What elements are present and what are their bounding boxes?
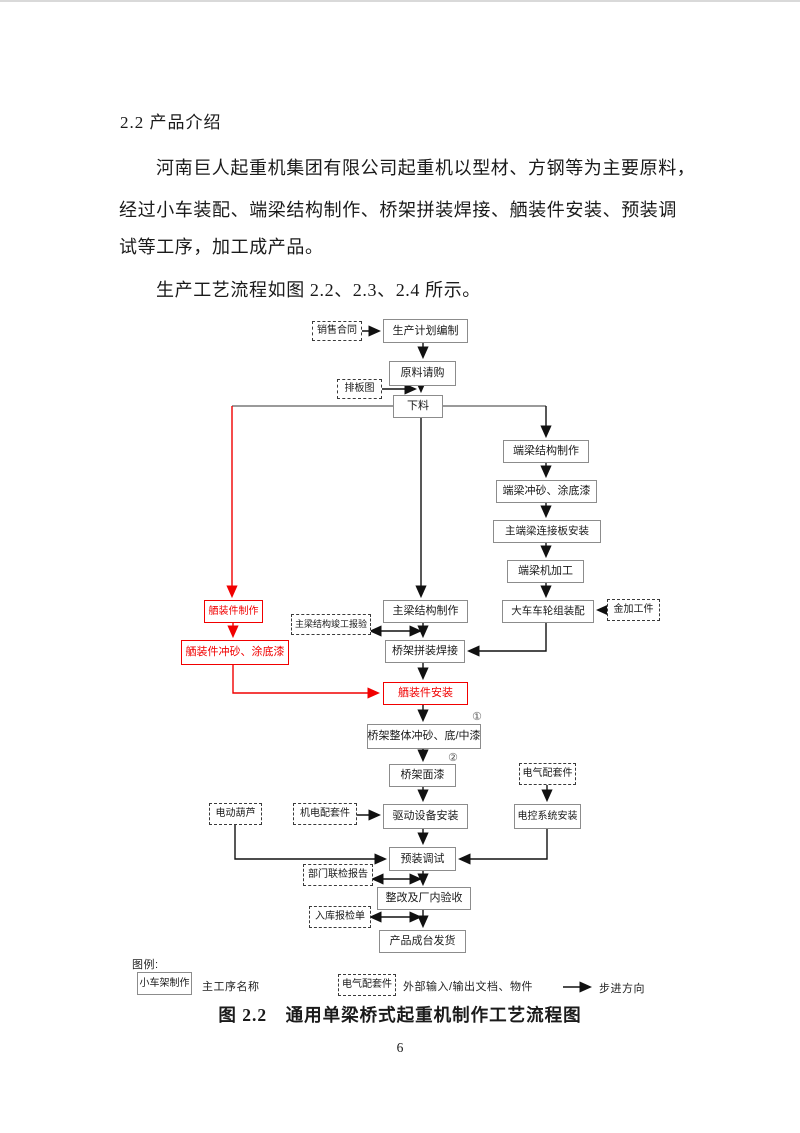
paragraph-line: 河南巨人起重机集团有限公司起重机以型材、方钢等为主要原料，	[156, 158, 696, 178]
node-bridge-welding: 桥架拼装焊接	[385, 640, 465, 663]
node-wheel-assembly: 大车车轮组装配	[502, 600, 594, 623]
legend-title: 图例:	[132, 959, 159, 971]
node-production-plan: 生产计划编制	[383, 319, 468, 343]
node-outfitting-sand: 舾装件冲砂、涂底漆	[181, 640, 289, 665]
node-bridge-sand: 桥架整体冲砂、底/中漆	[367, 724, 481, 749]
legend-solid-label: 主工序名称	[202, 981, 260, 993]
node-outfitting-install: 舾装件安装	[383, 682, 468, 705]
circled-number-2: ②	[448, 751, 458, 764]
legend-arrow-label: 步进方向	[599, 983, 645, 995]
node-end-beam-machining: 端梁机加工	[507, 560, 584, 583]
node-mech-elec-parts: 机电配套件	[293, 803, 357, 825]
legend-dashed-label: 外部输入/输出文档、物件	[403, 981, 534, 993]
node-cutting: 下料	[393, 395, 443, 418]
legend-dashed-box: 电气配套件	[338, 974, 396, 996]
paragraph-line: 经过小车装配、端梁结构制作、桥架拼装焊接、舾装件安装、预装调	[119, 200, 677, 220]
node-end-beam-sand: 端梁冲砂、涂底漆	[496, 480, 597, 503]
paragraph-line: 生产工艺流程如图 2.2、2.3、2.4 所示。	[156, 280, 481, 300]
node-main-beam-inspection: 主梁结构竣工报验	[291, 614, 371, 635]
figure-caption: 图 2.2 通用单梁桥式起重机制作工艺流程图	[218, 1005, 582, 1025]
node-electric-hoist: 电动葫芦	[209, 803, 262, 825]
node-joint-inspection: 部门联检报告	[303, 864, 373, 886]
node-warehouse-form: 入库报检单	[309, 906, 371, 928]
node-shipment: 产品成台发货	[379, 930, 466, 953]
node-rectification: 整改及厂内验收	[377, 887, 471, 910]
node-outfitting-fab: 舾装件制作	[204, 600, 263, 623]
node-drive-install: 驱动设备安装	[383, 804, 468, 829]
paragraph-line: 试等工序，加工成产品。	[119, 237, 324, 257]
legend-solid-box: 小车架制作	[137, 972, 192, 995]
node-end-beam-structure: 端梁结构制作	[503, 440, 589, 463]
node-bridge-topcoat: 桥架面漆	[389, 764, 456, 787]
node-main-end-beam-plate: 主端梁连接板安装	[493, 520, 601, 543]
node-layout-drawing: 排板图	[337, 379, 382, 399]
node-machined-parts: 金加工件	[607, 599, 660, 621]
section-heading: 2.2 产品介绍	[120, 113, 222, 132]
node-material-purchase: 原料请购	[389, 361, 456, 386]
circled-number-1: ①	[472, 710, 482, 723]
node-elec-parts: 电气配套件	[519, 763, 576, 785]
node-preassembly-test: 预装调试	[389, 847, 456, 871]
page-number: 6	[396, 1040, 404, 1055]
node-main-beam-structure: 主梁结构制作	[383, 600, 468, 623]
node-sales-contract: 销售合同	[312, 321, 362, 341]
node-elec-control-install: 电控系统安装	[514, 804, 581, 829]
